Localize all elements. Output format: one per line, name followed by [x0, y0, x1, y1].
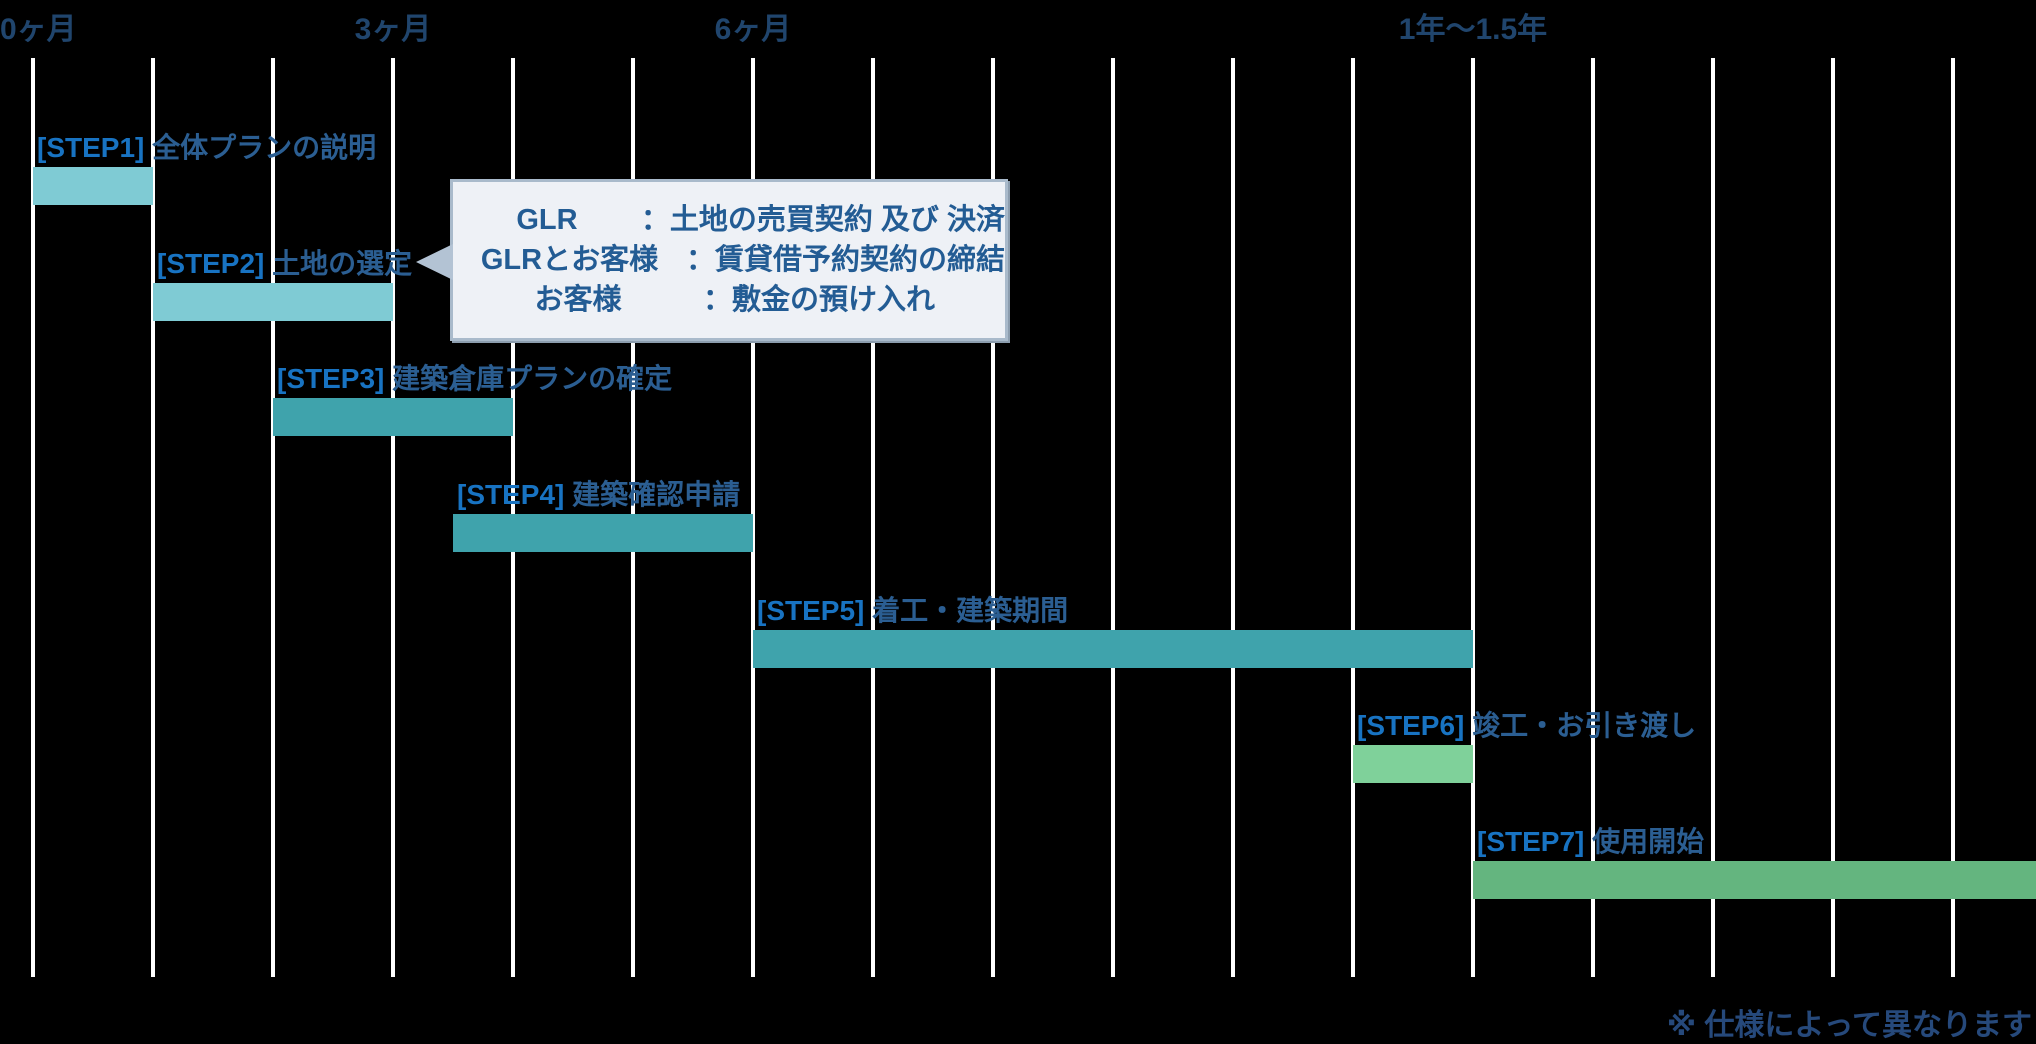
callout-arrow-icon — [416, 244, 453, 280]
step-text: 土地の選定 — [272, 248, 413, 279]
gridline — [991, 58, 995, 977]
step-text: 建築倉庫プランの確定 — [392, 363, 673, 394]
gridline — [1591, 58, 1595, 977]
step-tag: [STEP4] — [457, 479, 565, 510]
callout-row: GLRとお客様 ：賃貸借予約契約の締結 — [453, 240, 1005, 280]
gridline — [751, 58, 755, 977]
callout-role: GLR — [516, 204, 578, 236]
callout-role: お客様 — [534, 284, 622, 316]
step-tag: [STEP7] — [1477, 826, 1585, 857]
task-bar-step5 — [753, 630, 1473, 668]
task-bar-step7 — [1473, 861, 2036, 899]
task-label-step4: [STEP4] 建築確認申請 — [457, 473, 740, 513]
gridline — [151, 58, 155, 977]
step-text: 使用開始 — [1592, 826, 1705, 857]
step-tag: [STEP3] — [277, 363, 385, 394]
task-bar-step3 — [273, 398, 513, 436]
axis-label: 6ヶ月 — [714, 13, 792, 46]
gridline — [1111, 58, 1115, 977]
callout-row: お客様 ：敷金の預け入れ — [453, 280, 1005, 320]
task-label-step2: [STEP2] 土地の選定 — [157, 242, 412, 282]
step-tag: [STEP1] — [37, 132, 145, 163]
step-tag: [STEP2] — [157, 248, 265, 279]
task-label-step7: [STEP7] 使用開始 — [1477, 820, 1704, 860]
step-text: 建築確認申請 — [572, 479, 741, 510]
gridline — [1471, 58, 1475, 977]
gridline — [271, 58, 275, 977]
axis-label: 3ヶ月 — [354, 13, 432, 46]
step2-callout: GLR ：土地の売買契約 及び 決済 GLRとお客様 ：賃貸借予約契約の締結 お… — [416, 179, 1008, 341]
axis-label: 0ヶ月 — [0, 13, 77, 46]
callout-row: GLR ：土地の売買契約 及び 決済 — [453, 200, 1005, 240]
gridline — [1231, 58, 1235, 977]
task-label-step6: [STEP6] 竣工・お引き渡し — [1357, 704, 1696, 744]
callout-desc: ：敷金の預け入れ — [703, 284, 936, 316]
gridline — [1711, 58, 1715, 977]
task-label-step5: [STEP5] 着工・建築期間 — [757, 589, 1068, 629]
task-label-step3: [STEP3] 建築倉庫プランの確定 — [277, 357, 672, 397]
task-bar-step2 — [153, 283, 393, 321]
gridline — [1831, 58, 1835, 977]
task-bar-step1 — [33, 167, 153, 205]
task-bar-step6 — [1353, 745, 1473, 783]
task-bar-step4 — [453, 514, 753, 552]
step-text: 全体プランの説明 — [152, 132, 377, 163]
step-tag: [STEP6] — [1357, 710, 1465, 741]
gridline — [1951, 58, 1955, 977]
step-text: 着工・建築期間 — [872, 595, 1069, 626]
footnote: ※ 仕様によって異なります — [1666, 1009, 2032, 1042]
gridline — [1351, 58, 1355, 977]
step-tag: [STEP5] — [757, 595, 865, 626]
gridline — [391, 58, 395, 977]
step-text: 竣工・お引き渡し — [1472, 710, 1697, 741]
task-label-step1: [STEP1] 全体プランの説明 — [37, 126, 376, 166]
gridline — [31, 58, 35, 977]
axis-label: 1年〜1.5年 — [1398, 13, 1548, 46]
callout-desc: ：土地の売買契約 及び 決済 — [640, 204, 1005, 236]
callout-desc: ：賃貸借予約契約の締結 — [685, 244, 1005, 276]
callout-role: GLRとお客様 — [480, 244, 659, 276]
gridline — [871, 58, 875, 977]
